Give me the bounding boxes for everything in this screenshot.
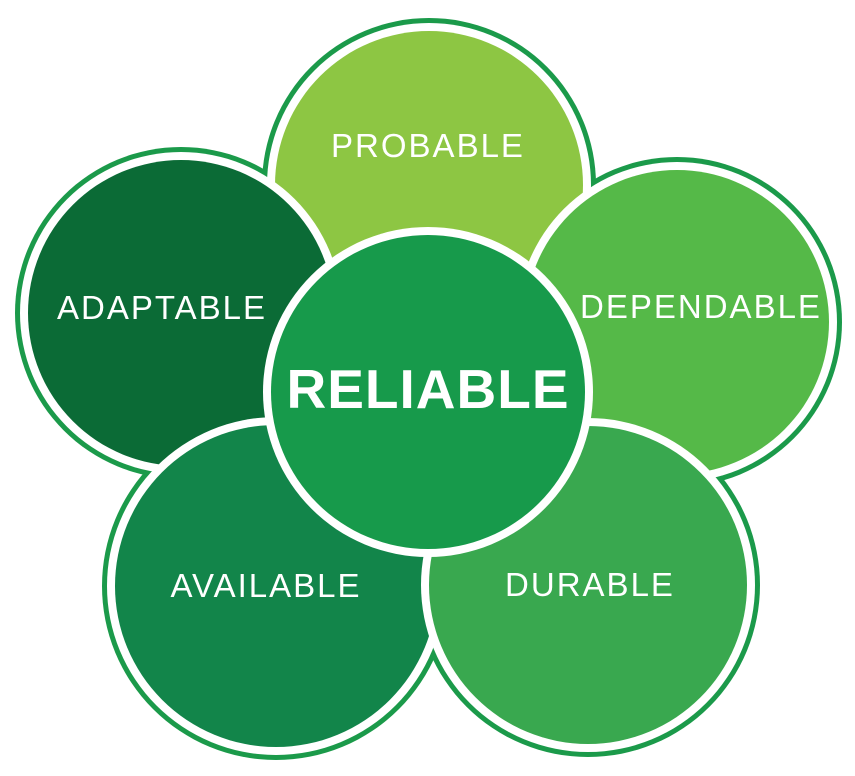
center-reliable: RELIABLE bbox=[263, 227, 593, 557]
petal-dependable-circle bbox=[525, 170, 829, 474]
petal-adaptable-label: ADAPTABLE bbox=[57, 289, 267, 326]
petal-probable-label: PROBABLE bbox=[331, 127, 525, 164]
petal-available-label: AVAILABLE bbox=[170, 567, 361, 604]
petal-durable-label: DURABLE bbox=[505, 566, 675, 603]
petal-adaptable-circle bbox=[28, 160, 334, 466]
petal-dependable: DEPENDABLE bbox=[517, 162, 837, 482]
petal-adaptable: ADAPTABLE bbox=[20, 152, 342, 474]
petal-durable: DURABLE bbox=[421, 418, 755, 752]
center-reliable-label: RELIABLE bbox=[287, 358, 570, 420]
center-reliable-circle bbox=[271, 235, 585, 549]
petal-dependable-label: DEPENDABLE bbox=[580, 288, 822, 325]
